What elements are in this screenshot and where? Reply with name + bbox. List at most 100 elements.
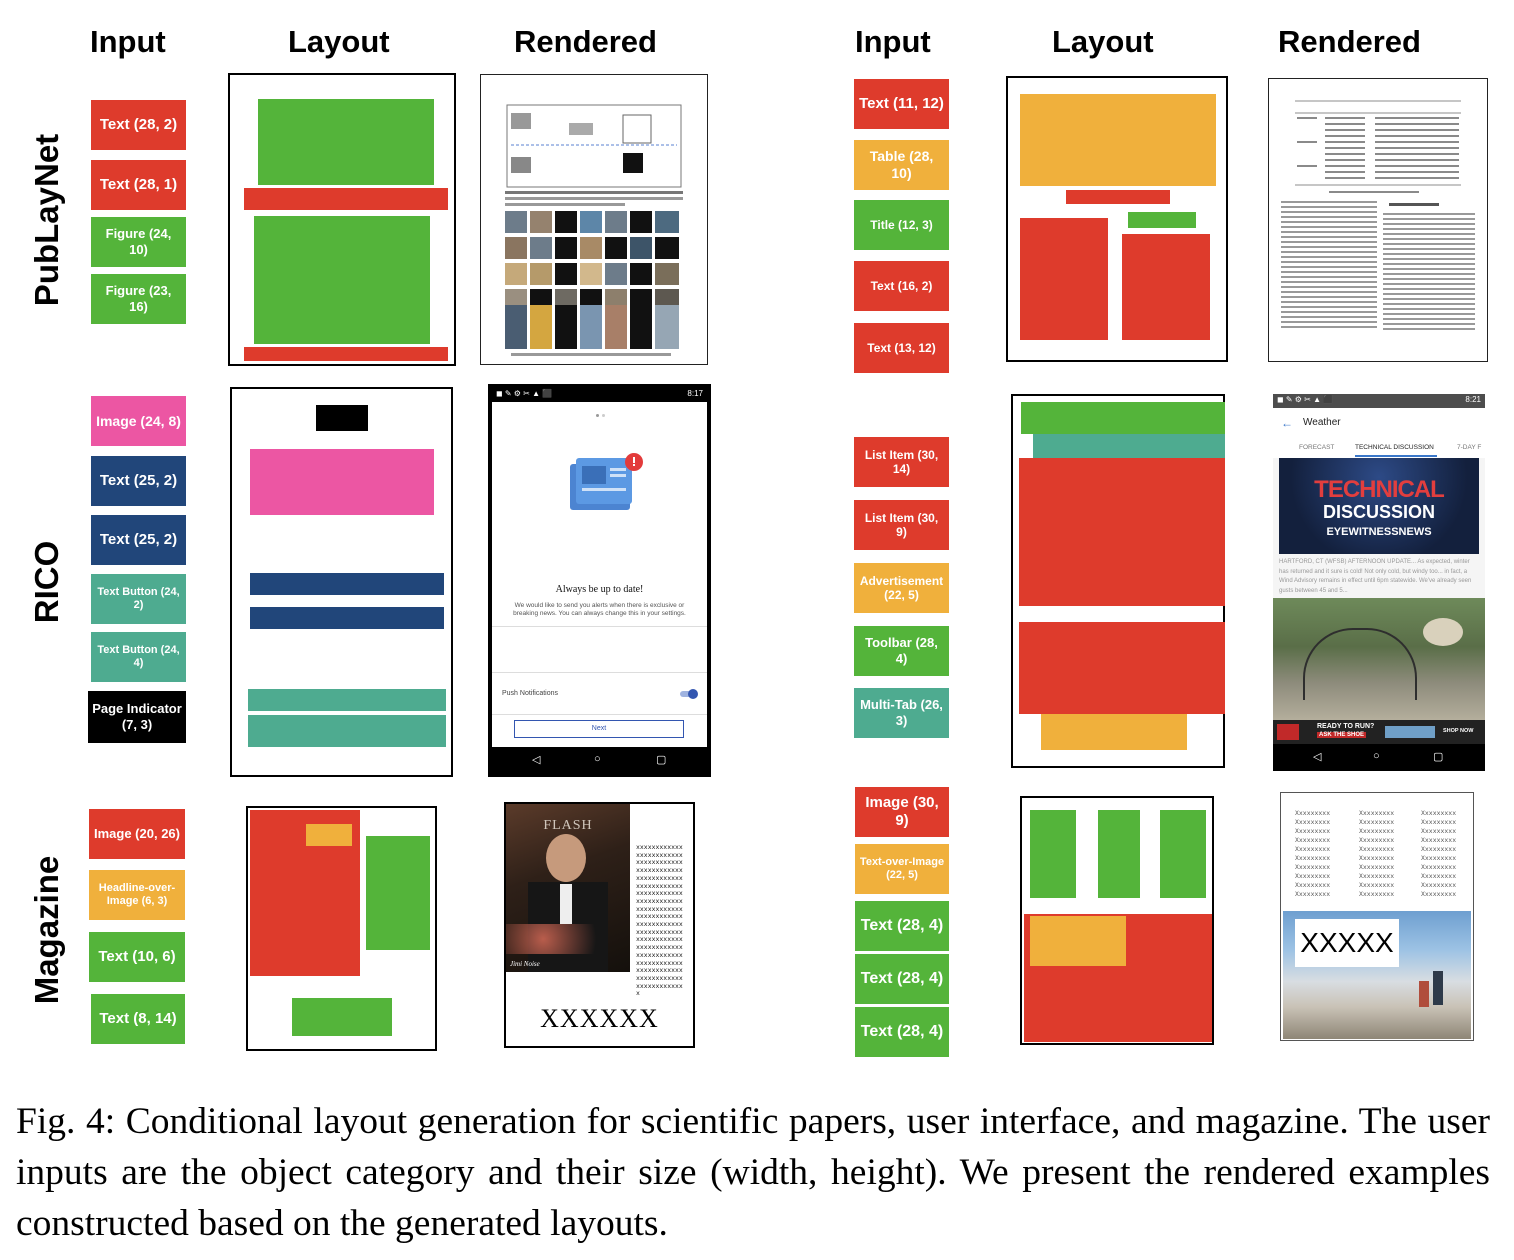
status-time: 8:21 (1465, 395, 1481, 404)
tab-forecast[interactable]: FORECAST (1299, 444, 1335, 451)
input-chip: Text (16, 2) (854, 261, 949, 311)
magazine-left-rendered: FLASH Jimi Noise xxxxxxxxxxxx xxxxxxxxxx… (504, 802, 695, 1048)
header-input-right: Input (855, 24, 931, 59)
figure-caption: Fig. 4: Conditional layout generation fo… (16, 1101, 1490, 1244)
x-line: xxxxxxxxxxxx (636, 959, 683, 967)
ad-shop-now[interactable]: SHOP NOW (1443, 728, 1474, 734)
back-icon[interactable]: ◁ (1313, 751, 1322, 763)
newspaper-alert-icon (570, 453, 643, 510)
x-word: Xxxxxxxxx (1359, 819, 1395, 826)
multi-tab: FORECAST TECHNICAL DISCUSSION 7-DAY F (1273, 440, 1485, 458)
input-chip: Text Button (24, 4) (91, 632, 186, 682)
layout-block-text (1098, 810, 1140, 898)
advertisement[interactable]: READY TO RUN? ASK THE SHOE SHOP NOW (1273, 720, 1485, 744)
x-line: xxxxxxxxxxxx (636, 905, 683, 913)
x-word: Xxxxxxxxx (1359, 846, 1395, 853)
x-line: xxxxxxxxxxxx (636, 913, 683, 921)
input-chip: Text (28, 4) (855, 1007, 949, 1057)
x-word: Xxxxxxxxx (1421, 864, 1457, 871)
magazine-headline: XXXXXX (540, 1004, 659, 1033)
input-chip: Multi-Tab (26, 3) (854, 688, 949, 738)
x-line: xxxxxxxxxxxx (636, 982, 683, 990)
magazine-portrait-photo: FLASH Jimi Noise (506, 804, 630, 972)
layout-block-title (1128, 212, 1196, 228)
input-chip: Text (11, 12) (854, 79, 949, 129)
input-chip: Image (20, 26) (89, 809, 185, 859)
x-line: xxxxxxxxxxxx (636, 851, 683, 859)
x-line: xxxxxxxxxxxx (636, 951, 683, 959)
layout-block-advertisement (1041, 714, 1187, 750)
push-notifications-label: Push Notifications (502, 690, 559, 697)
home-icon[interactable]: ○ (594, 753, 601, 765)
x-word: Xxxxxxxxx (1295, 882, 1331, 889)
input-chip: Text (8, 14) (91, 994, 185, 1044)
input-chip: Toolbar (28, 4) (854, 626, 949, 676)
recents-icon[interactable]: ▢ (656, 754, 667, 766)
technical-discussion-banner[interactable]: TECHNICAL DISCUSSION EYEWITNESSNEWS (1279, 458, 1479, 554)
layout-block-figure (258, 99, 434, 185)
tab-technical-discussion[interactable]: TECHNICAL DISCUSSION (1355, 444, 1434, 451)
article-excerpt[interactable]: HARTFORD, CT (WFSB) AFTERNOON UPDATE... … (1279, 559, 1472, 594)
tab-7-day[interactable]: 7-DAY F (1457, 444, 1482, 451)
x-line: xxxxxxxxxxxx (636, 928, 683, 936)
x-line: xxxxxxxxxxxx (636, 867, 683, 875)
header-rendered-right: Rendered (1278, 24, 1421, 59)
x-line: x (636, 990, 640, 998)
input-chip: List Item (30, 14) (854, 437, 949, 487)
layout-block-text-button (248, 689, 446, 711)
x-word: Xxxxxxxxx (1295, 810, 1331, 817)
layout-block-text (292, 998, 392, 1036)
input-chip: Figure (23, 16) (91, 274, 186, 324)
layout-block-text (244, 347, 448, 361)
x-line: xxxxxxxxxxxx (636, 890, 683, 898)
x-word: Xxxxxxxxx (1421, 882, 1457, 889)
x-word: Xxxxxxxxx (1359, 873, 1395, 880)
input-chip: Text (25, 2) (91, 515, 186, 565)
back-arrow-icon[interactable]: ← (1281, 416, 1293, 430)
x-word: Xxxxxxxxx (1421, 819, 1457, 826)
layout-block-text (250, 607, 444, 629)
layout-block-text (366, 836, 430, 950)
ad-line-1: READY TO RUN? (1317, 723, 1375, 730)
input-chip: Table (28, 10) (854, 140, 949, 190)
status-bar: 8:17 ◼ ✎ ⚙ ✂ ▲ ⬛ (492, 388, 707, 402)
divider (492, 672, 707, 673)
x-word: Xxxxxxxxx (1295, 828, 1331, 835)
page-indicator-dots (596, 414, 606, 417)
home-icon[interactable]: ○ (1373, 750, 1380, 762)
x-line: xxxxxxxxxxxx (636, 974, 683, 982)
layout-block-list-item (1019, 622, 1225, 714)
input-chip: Text (28, 4) (855, 954, 949, 1004)
x-word: Xxxxxxxxx (1359, 864, 1395, 871)
magazine-left-layout (246, 806, 437, 1051)
input-chip: Text (28, 1) (91, 160, 186, 210)
rico-left-layout (230, 387, 453, 777)
x-word: Xxxxxxxxx (1421, 891, 1457, 898)
recents-icon[interactable]: ▢ (1433, 751, 1444, 763)
x-word: Xxxxxxxxx (1295, 819, 1331, 826)
back-icon[interactable]: ◁ (532, 754, 541, 766)
publaynet-right-layout (1006, 76, 1228, 362)
x-line: xxxxxxxxxxxx (636, 944, 683, 952)
header-layout-right: Layout (1052, 24, 1154, 59)
x-line: xxxxxxxxxxxx (636, 874, 683, 882)
layout-block-text (1122, 234, 1210, 340)
push-notifications-toggle[interactable] (680, 689, 698, 699)
next-button[interactable]: Next (514, 720, 684, 738)
x-line: xxxxxxxxxxxx (636, 936, 683, 944)
x-word: Xxxxxxxxx (1359, 828, 1395, 835)
status-bar: 8:21 ◼ ✎ ⚙ ✂ ▲ ⬛ (1273, 394, 1485, 408)
layout-block-text (244, 188, 448, 210)
layout-block-text (1066, 190, 1170, 204)
masthead: FLASH (543, 818, 593, 833)
rico-right-rendered-phone: 8:21 ◼ ✎ ⚙ ✂ ▲ ⬛ ← Weather FORECAST TECH… (1273, 394, 1485, 771)
x-line: xxxxxxxxxxxx (636, 921, 683, 929)
status-time: 8:17 (687, 389, 703, 398)
layout-block-headline-over-image (306, 824, 352, 846)
header-input-left: Input (90, 24, 166, 59)
rico-left-rendered-phone: 8:17 ◼ ✎ ⚙ ✂ ▲ ⬛ Always be up to date! W… (488, 384, 711, 777)
row-label-magazine: Magazine (28, 855, 65, 1005)
garden-photo[interactable] (1273, 598, 1485, 720)
